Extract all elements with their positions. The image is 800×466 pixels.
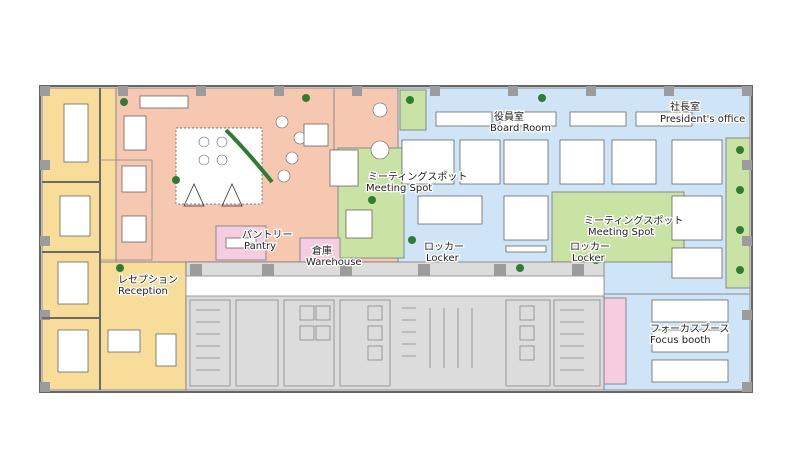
president-office-label-jp: 社長室 [670,100,700,113]
focus-booth-label-jp: フォーカスブース [650,322,730,335]
meeting-spot-right-label-en: Meeting Spot [588,227,654,238]
office-desks [401,111,729,383]
structural-columns [40,86,752,392]
pantry-label-en: Pantry [244,241,276,252]
board-room-label-en: Board Room [490,123,551,134]
green-corner-zone [399,89,427,131]
warehouse-label-en: Warehouse [306,257,362,268]
meeting-spot-left-label-jp: ミーティングスポット [368,170,467,183]
locker-left-label-jp: ロッカー [424,241,464,253]
room-labels: 役員室 Board Room 社長室 President's office ミー… [117,99,747,348]
focus-booth-label-en: Focus booth [650,335,711,346]
corridor [185,275,605,297]
left-meeting-rooms [42,88,177,390]
lounge-furniture [123,95,388,249]
board-room-label-jp: 役員室 [494,110,524,123]
meeting-spot-left-label-en: Meeting Spot [366,183,432,194]
meeting-spot-right-zone [551,191,685,263]
plants [116,94,744,274]
warehouse-label-jp: 倉庫 [312,244,332,257]
president-office-label-en: President's office [660,114,745,125]
meeting-spot-left-furniture [329,140,390,239]
reception-label-jp: レセプション [118,274,178,286]
reception-label-en: Reception [118,286,168,297]
lounge-upper-right [333,87,401,151]
core-rooms [189,299,601,387]
meeting-spot-right-label-jp: ミーティングスポット [584,214,683,227]
locker-right-label-en: Locker [572,253,606,264]
locker-right-label-jp: ロッカー [570,241,610,253]
locker-left-label-en: Locker [426,253,460,264]
pantry-label-jp: パントリー [242,229,293,241]
pink-strip-right [603,297,627,385]
warehouse-zone [299,237,341,263]
